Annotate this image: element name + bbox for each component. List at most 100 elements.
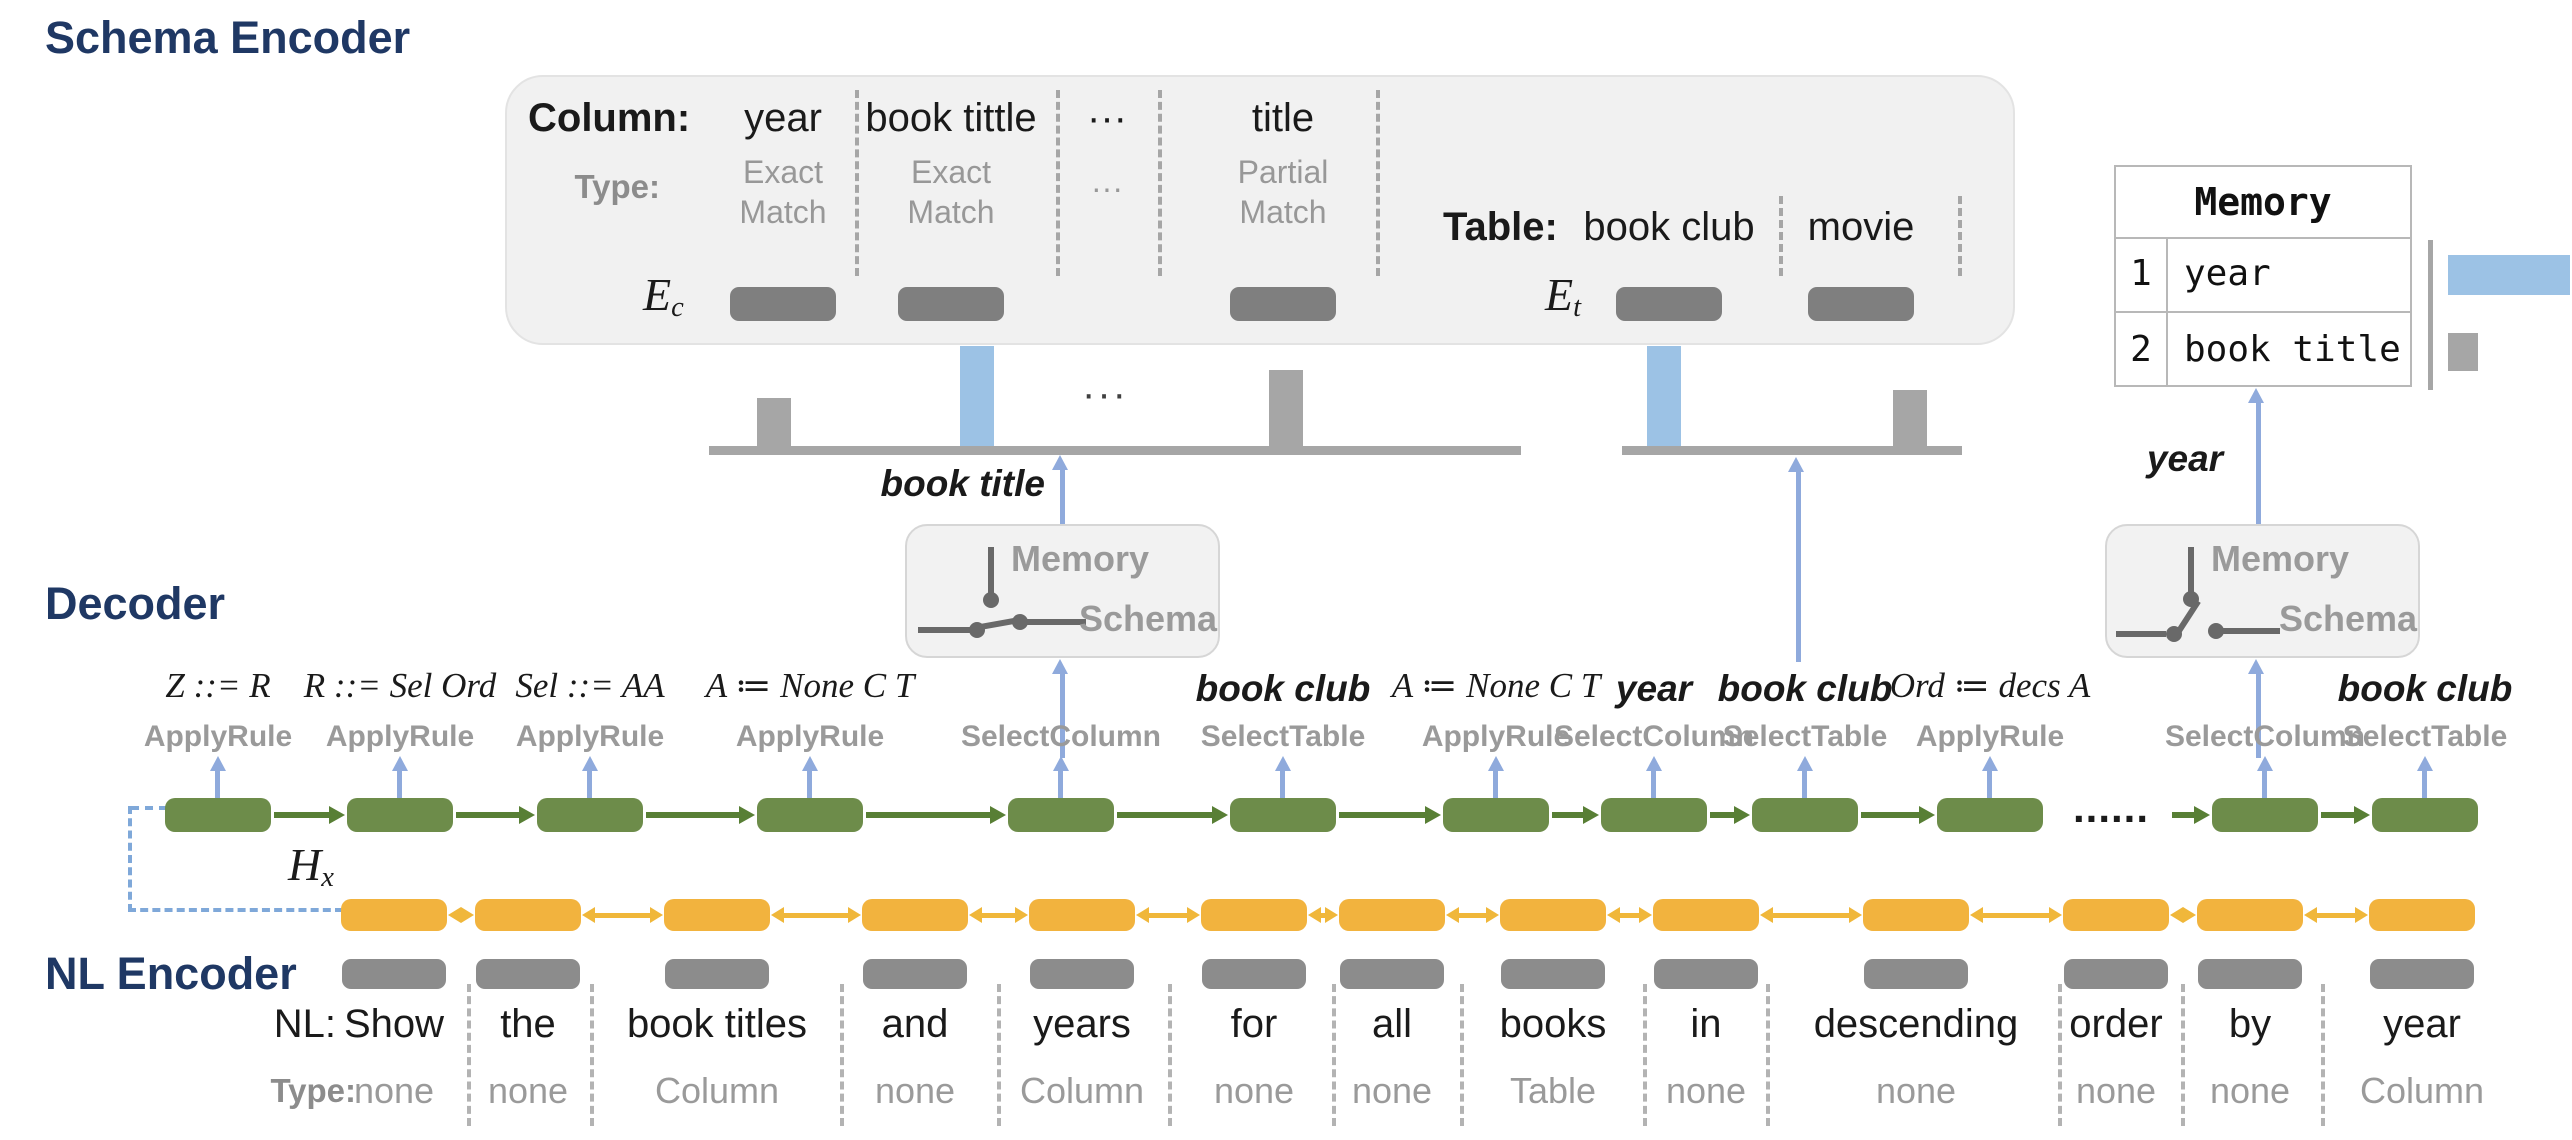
- decoder-terminal-label: year: [1615, 668, 1693, 709]
- nl-embedding-rect: [665, 959, 769, 989]
- decoder-cell: [1937, 798, 2043, 832]
- decoder-rule-label: Ord ≔ decs A: [1889, 666, 2091, 705]
- memory-attention-axis: [2428, 240, 2433, 390]
- hx-feed-dash-top: [131, 806, 167, 810]
- decoder-connector-line: [1861, 812, 1919, 818]
- schema-column-name: year: [744, 96, 822, 140]
- switch-left-schema-label: Schema: [1079, 598, 1218, 639]
- decoder-connector-line: [1117, 812, 1212, 818]
- schema-column-separator: [1158, 90, 1162, 276]
- decoder-action-label: SelectTable: [2342, 720, 2508, 753]
- nl-bidi-connector-line: [980, 913, 1017, 918]
- nl-lstm-cell: [1500, 899, 1606, 931]
- decoder-output-arrow: [1802, 770, 1807, 798]
- nl-embedding-rect: [863, 959, 967, 989]
- nl-bidi-arrowhead-left: [1760, 907, 1773, 923]
- nl-token-type: none: [1665, 1070, 1747, 1111]
- nl-token-separator: [997, 984, 1001, 1126]
- schema-column-separator: [1056, 90, 1060, 276]
- switch-schema-wire-icon: [2218, 628, 2280, 634]
- decoder-connector-arrowhead: [2354, 806, 2370, 824]
- decoder-output-arrowhead: [1797, 756, 1813, 771]
- switch-right-memory-label: Memory: [2211, 538, 2350, 579]
- decoder-connector-arrowhead: [519, 806, 535, 824]
- nl-bidi-connector-line: [1618, 913, 1641, 918]
- hx-feed-dash-bottom: [128, 908, 343, 912]
- schema-column-match-type: Exact Match: [739, 154, 827, 230]
- decoder-cell: [2372, 798, 2478, 832]
- decoder-connector-arrowhead: [329, 806, 345, 824]
- memory-row-index: 1: [2116, 237, 2168, 311]
- decoder-connector-line: [1710, 812, 1734, 818]
- nl-token-type: Column: [2359, 1070, 2485, 1111]
- decoder-cell: [347, 798, 453, 832]
- decoder-output-arrowhead: [210, 756, 226, 771]
- decoder-output-arrowhead: [2417, 756, 2433, 771]
- nl-bidi-arrowhead-right: [1325, 907, 1338, 923]
- decoder-cell: [1752, 798, 1858, 832]
- nl-bidi-arrowhead-left: [1136, 907, 1149, 923]
- decoder-connector-line: [274, 812, 329, 818]
- nl-bidi-arrowhead-left: [2304, 907, 2317, 923]
- schema-column-name: book tittle: [865, 96, 1037, 140]
- nl-token-type: none: [487, 1070, 569, 1111]
- decoder-output-arrowhead: [1488, 756, 1504, 771]
- nl-bidi-connector-line: [459, 913, 463, 918]
- table-attention-bar: [1893, 390, 1927, 446]
- decoder-output-arrow: [2422, 770, 2427, 798]
- nl-token: by: [2228, 1002, 2272, 1046]
- nl-bidi-arrowhead-right: [2355, 907, 2368, 923]
- schema-column-separator: [855, 90, 859, 276]
- nl-token-type: Column: [1019, 1070, 1145, 1111]
- switch-left-memory-label: Memory: [1011, 538, 1150, 579]
- decoder-heading: Decoder: [45, 578, 226, 629]
- schema-table-separator: [1958, 196, 1962, 276]
- nl-bidi-connector-line: [1457, 913, 1488, 918]
- nl-token: years: [1033, 1002, 1131, 1046]
- nl-token: and: [881, 1002, 949, 1046]
- nl-token-separator: [1643, 984, 1647, 1126]
- gate-left-input-arrowhead: [1052, 659, 1068, 674]
- decoder-action-label: ApplyRule: [735, 720, 885, 753]
- nl-bidi-connector-line: [782, 913, 850, 918]
- nl-token-type: none: [2075, 1070, 2157, 1111]
- nl-embedding-rect: [1864, 959, 1968, 989]
- nl-token-separator: [1168, 984, 1172, 1126]
- nl-bidi-arrowhead-left: [771, 907, 784, 923]
- column-embedding-rect: [1230, 287, 1336, 321]
- nl-token-type: none: [2209, 1070, 2291, 1111]
- decoder-connector-arrowhead: [1212, 806, 1228, 824]
- column-attention-bar: [1269, 370, 1303, 446]
- decoder-output-arrowhead: [2257, 756, 2273, 771]
- decoder-output-arrowhead: [1275, 756, 1291, 771]
- nl-token-separator: [1460, 984, 1464, 1126]
- et-symbol: Et: [1545, 268, 1581, 324]
- selected-column-arrow: [1060, 470, 1065, 524]
- hx-subscript: x: [321, 861, 334, 893]
- nl-bidi-connector-line: [1147, 913, 1189, 918]
- memory-table: Memory 1 year 2 book title: [2114, 165, 2412, 387]
- decoder-cell: [757, 798, 863, 832]
- nl-lstm-cell: [664, 899, 770, 931]
- column-attention-bar: [757, 398, 791, 446]
- decoder-output-arrowhead: [802, 756, 818, 771]
- column-embedding-rect: [730, 287, 836, 321]
- decoder-cell: [1008, 798, 1114, 832]
- decoder-output-arrowhead: [1053, 756, 1069, 771]
- table-embedding-rect: [1616, 287, 1722, 321]
- schema-column-match-type: Partial Match: [1237, 154, 1329, 230]
- decoder-connector-arrowhead: [2194, 806, 2210, 824]
- nl-embedding-rect: [1501, 959, 1605, 989]
- nl-bidi-arrowhead-right: [848, 907, 861, 923]
- nl-bidi-arrowhead-left: [1308, 907, 1321, 923]
- decoder-action-label: SelectColumn: [2164, 720, 2366, 753]
- schema-column-separator: [1376, 90, 1380, 276]
- column-attention-bar: [960, 346, 994, 446]
- nl-row-label: NL:: [273, 1002, 336, 1046]
- switch-memory-wire-icon: [2188, 547, 2194, 593]
- decoder-connector-arrowhead: [1919, 806, 1935, 824]
- switch-schema-contact-icon: [2208, 623, 2224, 639]
- decoder-output-arrow: [2262, 770, 2267, 798]
- selected-column-arrowhead: [1052, 455, 1068, 470]
- decoder-terminal-label: book club: [1717, 668, 1893, 709]
